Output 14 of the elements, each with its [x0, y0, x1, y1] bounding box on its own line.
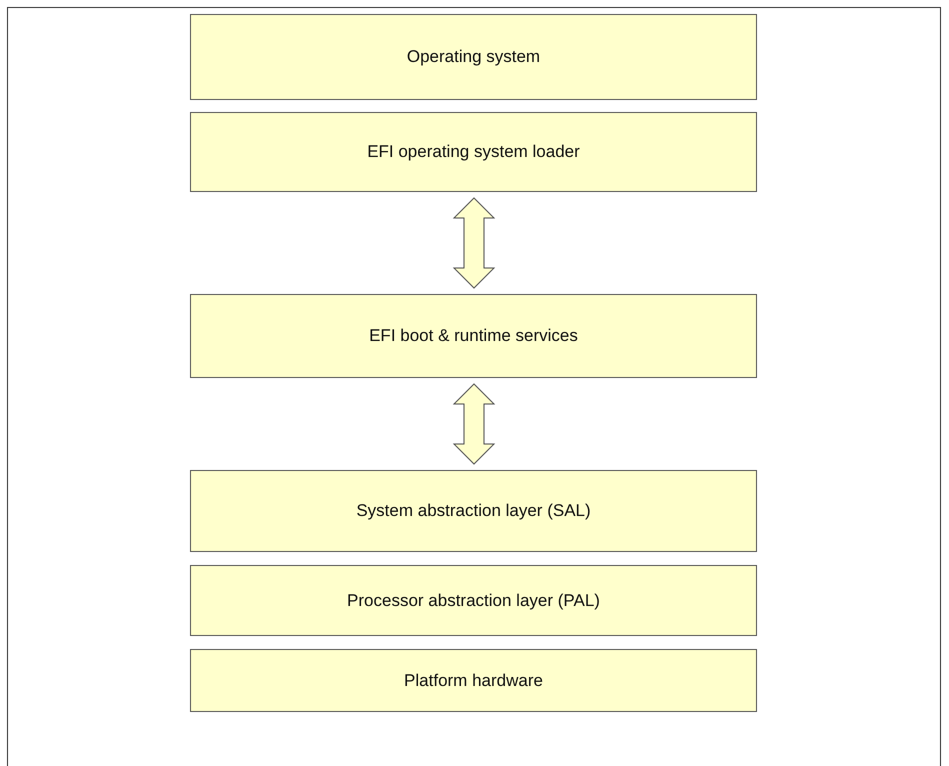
double-arrow — [452, 197, 496, 289]
layer-label: EFI boot & runtime services — [369, 326, 578, 346]
layer-label: Operating system — [406, 47, 540, 67]
layer-box — [190, 565, 757, 636]
double-arrow — [452, 383, 496, 465]
layer-box — [190, 14, 757, 100]
layer-box — [190, 470, 757, 552]
layer-label: System abstraction layer (SAL) — [356, 501, 591, 521]
layer-label: Platform hardware — [404, 670, 543, 690]
layer-box — [190, 649, 757, 712]
layer-label: EFI operating system loader — [367, 142, 580, 162]
layer-box — [190, 294, 757, 378]
layer-box — [190, 112, 757, 192]
layer-label: Processor abstraction layer (PAL) — [347, 590, 600, 610]
